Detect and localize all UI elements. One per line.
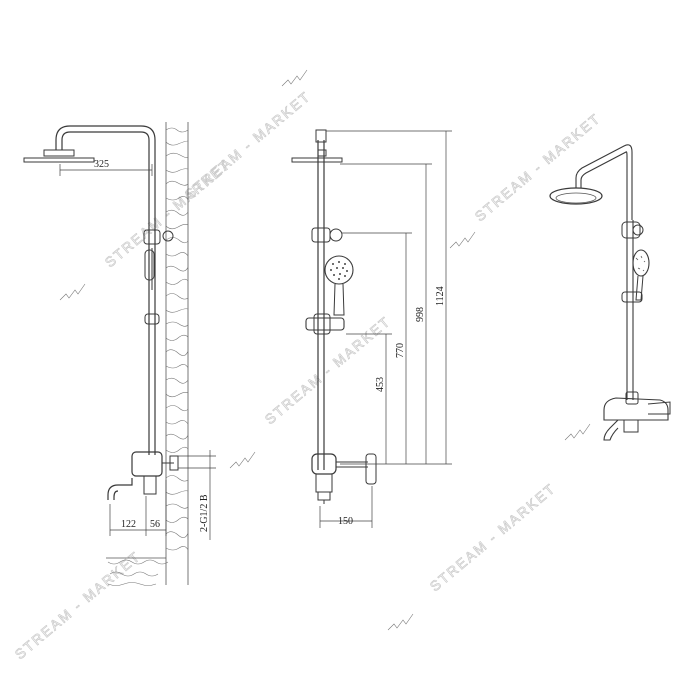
- dim-bracket-depth: 150: [319, 486, 373, 528]
- watermark-logo-3: [229, 451, 256, 469]
- dim-arm-reach-label: 325: [94, 159, 109, 170]
- dim-bracket-depth-label: 150: [338, 516, 353, 527]
- perspective-view: [549, 144, 671, 441]
- wall-section: [106, 122, 189, 586]
- side-view: 325 122 56 2-G1/2 B: [23, 122, 216, 586]
- dim-connection: 2-G1/2 B: [178, 450, 216, 540]
- dim-spout: 122 56: [109, 480, 167, 536]
- watermark-4: STREAM - MARKET: [427, 480, 559, 595]
- watermark-logo-6: [564, 423, 591, 441]
- watermark-6: STREAM - MARKET: [182, 88, 314, 203]
- dim-height-1124-label: 1124: [435, 286, 446, 306]
- dim-spout-reach-label: 122: [121, 519, 136, 530]
- hand-shower-nozzles: [330, 261, 348, 280]
- watermark-5: STREAM - MARKET: [12, 548, 144, 663]
- dim-connection-label: 2-G1/2 B: [199, 494, 210, 532]
- dim-height-998: 998: [415, 164, 427, 464]
- dim-height-453-label: 453: [375, 377, 386, 392]
- watermark-logo-2: [59, 283, 86, 301]
- dim-spout-offset-label: 56: [150, 519, 160, 530]
- dim-height-998-label: 998: [415, 307, 426, 322]
- watermark-logo-5: [387, 613, 414, 631]
- dim-arm-reach: 325: [59, 159, 153, 176]
- watermark-logo-4: [449, 231, 476, 249]
- front-view: 453 770 998 1124 150: [291, 129, 452, 528]
- dim-height-1124: 1124: [435, 131, 447, 464]
- dim-height-453: 453: [375, 334, 387, 464]
- watermark-logo-1: [281, 69, 308, 87]
- dim-height-770-label: 770: [395, 343, 406, 358]
- dim-height-770: 770: [395, 233, 407, 464]
